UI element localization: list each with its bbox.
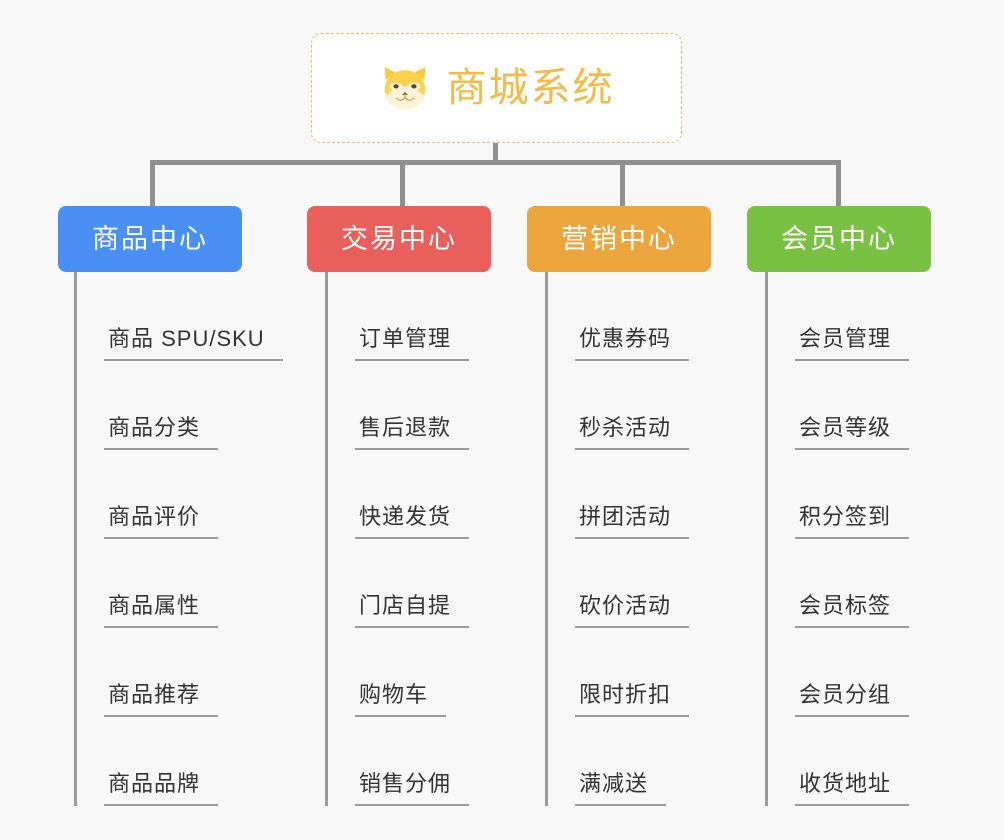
category-box-product[interactable]: 商品中心 [58, 206, 242, 272]
leaf-item[interactable]: 快递发货 [325, 450, 470, 539]
leaf-item[interactable]: 满减送 [545, 717, 689, 806]
leaf-item[interactable]: 优惠券码 [545, 272, 690, 361]
leaf-label: 秒杀活动 [575, 417, 690, 450]
leaf-label: 积分签到 [795, 506, 910, 539]
leaf-label: 商品评价 [104, 506, 219, 539]
leaf-item[interactable]: 会员管理 [765, 272, 910, 361]
leaf-column-product: 商品 SPU/SKU 商品分类 商品评价 商品属性 商品推荐 商品品牌 [74, 272, 283, 806]
leaf-label: 限时折扣 [575, 684, 690, 717]
category-box-trade[interactable]: 交易中心 [307, 206, 491, 272]
leaf-label: 收货地址 [795, 773, 910, 806]
connector-drop-2 [400, 163, 405, 208]
leaf-item[interactable]: 商品属性 [74, 539, 283, 628]
leaf-spine [765, 272, 768, 806]
leaf-label: 商品品牌 [104, 773, 219, 806]
leaf-item[interactable]: 秒杀活动 [545, 361, 690, 450]
leaf-item[interactable]: 砍价活动 [545, 539, 690, 628]
leaf-label: 商品推荐 [104, 684, 219, 717]
leaf-label: 优惠券码 [575, 328, 690, 361]
leaf-label: 会员等级 [795, 417, 910, 450]
root-title: 商城系统 [446, 66, 615, 110]
leaf-label: 门店自提 [355, 595, 470, 628]
leaf-item[interactable]: 拼团活动 [545, 450, 690, 539]
leaf-item[interactable]: 售后退款 [325, 361, 470, 450]
connector-drop-1 [150, 163, 155, 208]
leaf-label: 快递发货 [355, 506, 470, 539]
leaf-item[interactable]: 商品 SPU/SKU [74, 272, 283, 361]
leaf-item[interactable]: 商品评价 [74, 450, 283, 539]
category-label: 营销中心 [561, 223, 677, 254]
root-node[interactable]: 商城系统 [311, 33, 682, 143]
leaf-label: 会员管理 [795, 328, 910, 361]
category-box-member[interactable]: 会员中心 [747, 206, 931, 272]
leaf-item[interactable]: 销售分佣 [325, 717, 470, 806]
leaf-item[interactable]: 会员等级 [765, 361, 910, 450]
leaf-label: 砍价活动 [575, 595, 690, 628]
connector-drop-3 [620, 163, 625, 208]
leaf-column-trade: 订单管理 售后退款 快递发货 门店自提 购物车 销售分佣 [325, 272, 470, 806]
leaf-item[interactable]: 会员分组 [765, 628, 910, 717]
leaf-label: 拼团活动 [575, 506, 690, 539]
leaf-label: 商品属性 [104, 595, 219, 628]
leaf-label: 会员标签 [795, 595, 910, 628]
leaf-item[interactable]: 购物车 [325, 628, 469, 717]
leaf-column-marketing: 优惠券码 秒杀活动 拼团活动 砍价活动 限时折扣 满减送 [545, 272, 690, 806]
leaf-item[interactable]: 商品推荐 [74, 628, 283, 717]
leaf-item[interactable]: 订单管理 [325, 272, 470, 361]
leaf-label: 商品分类 [104, 417, 219, 450]
leaf-spine [325, 272, 328, 806]
shiba-dog-icon [384, 66, 425, 110]
category-label: 商品中心 [92, 223, 208, 254]
leaf-label: 销售分佣 [355, 773, 470, 806]
leaf-item[interactable]: 商品分类 [74, 361, 283, 450]
leaf-item[interactable]: 商品品牌 [74, 717, 283, 806]
connector-horizontal-bar [150, 160, 841, 165]
category-label: 交易中心 [341, 223, 457, 254]
leaf-label: 售后退款 [355, 417, 470, 450]
category-box-marketing[interactable]: 营销中心 [527, 206, 711, 272]
leaf-item[interactable]: 积分签到 [765, 450, 910, 539]
leaf-spine [74, 272, 77, 806]
leaf-label: 会员分组 [795, 684, 910, 717]
leaf-label: 满减送 [575, 773, 667, 806]
leaf-item[interactable]: 收货地址 [765, 717, 910, 806]
leaf-label: 商品 SPU/SKU [104, 328, 283, 361]
leaf-label: 购物车 [355, 684, 447, 717]
leaf-spine [545, 272, 548, 806]
leaf-label: 订单管理 [355, 328, 470, 361]
connector-drop-4 [836, 163, 841, 208]
leaf-item[interactable]: 限时折扣 [545, 628, 690, 717]
leaf-item[interactable]: 会员标签 [765, 539, 910, 628]
leaf-column-member: 会员管理 会员等级 积分签到 会员标签 会员分组 收货地址 [765, 272, 910, 806]
category-label: 会员中心 [781, 223, 897, 254]
connector-stem [493, 143, 498, 165]
leaf-item[interactable]: 门店自提 [325, 539, 470, 628]
